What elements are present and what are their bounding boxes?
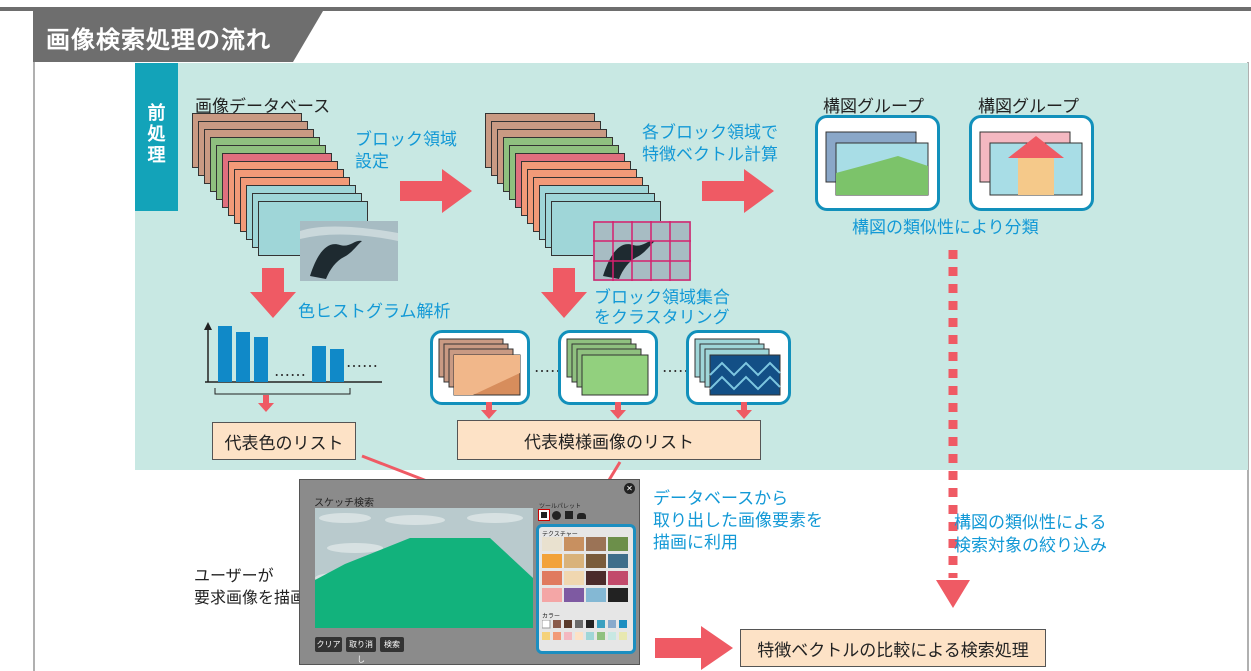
cluster-label-2: をクラスタリング (594, 308, 730, 328)
arrow-down-2 (541, 268, 587, 318)
db-extract-label-2: 取り出した画像要素を (653, 511, 823, 531)
sketch-window-title: スケッチ検索 (314, 498, 374, 509)
group-a-label: 構図グループ (823, 97, 924, 117)
square-tool-icon[interactable] (565, 511, 573, 519)
bird-photo-grid (593, 221, 691, 281)
narrow-label-1: 構図の類似性による (954, 513, 1107, 533)
db-extract-label-3: 描画に利用 (653, 533, 738, 553)
feature-calc-label-2: 特徴ベクトル計算 (642, 145, 778, 165)
block-setting-label-2: 設定 (355, 152, 389, 172)
free-tool-icon[interactable] (577, 513, 586, 519)
close-icon[interactable]: ✕ (624, 483, 635, 494)
pattern-group-brown (430, 330, 530, 405)
outer-frame (33, 62, 1249, 671)
narrow-label-2: 検索対象の絞り込み (954, 536, 1107, 556)
texture-color-palette: テクスチャー カラー (536, 524, 636, 654)
arrow-down-1 (250, 268, 296, 318)
clear-button[interactable]: クリア (315, 637, 342, 652)
preprocess-tab-label: 前処理 (147, 103, 166, 166)
db-extract-label-1: データベースから (653, 489, 789, 509)
page-title: 画像検索処理の流れ (46, 26, 271, 54)
landscape-thumbnails (825, 131, 929, 196)
cluster-label-1: ブロック領域集合 (594, 288, 730, 308)
image-db-stack (192, 113, 407, 293)
sketch-drawing (315, 508, 533, 628)
hist-dots-2: …… (346, 352, 378, 371)
undo-button[interactable]: 取り消し (346, 637, 376, 664)
tool-palette-header: ツールパレット (539, 503, 582, 510)
small-arrow-1 (258, 395, 274, 412)
block-setting-label-1: ブロック領域 (355, 130, 457, 150)
texture-header: テクスチャー (542, 531, 578, 538)
pattern-list-box: 代表模様画像のリスト (457, 420, 761, 460)
composition-group-a (815, 115, 940, 211)
group-b-label: 構図グループ (978, 97, 1079, 117)
title-rule (0, 7, 1251, 11)
blue-pattern-stack (694, 338, 781, 396)
color-histogram (204, 322, 382, 395)
preprocess-tab: 前処理 (135, 63, 178, 211)
color-swatches[interactable] (542, 620, 632, 648)
tool-palette (538, 509, 602, 521)
color-hist-label: 色ヒストグラム解析 (298, 302, 451, 322)
bird-photo (300, 221, 398, 281)
user-label-1: ユーザーが (194, 566, 274, 585)
narrowing-dotted-arrow (936, 250, 970, 608)
classify-label: 構図の類似性により分類 (852, 218, 1039, 238)
color-list-box: 代表色のリスト (212, 422, 356, 460)
small-arrow-2 (481, 402, 497, 419)
small-arrow-3 (610, 402, 626, 419)
image-db-label: 画像データベース (195, 97, 331, 117)
texture-swatches[interactable] (542, 537, 632, 607)
house-thumbnails (979, 131, 1083, 196)
arrow-right-2 (702, 169, 774, 213)
green-pattern-stack (566, 338, 649, 396)
pattern-group-blue (686, 330, 791, 405)
small-arrow-4 (736, 402, 752, 419)
block-grid-stack (485, 113, 700, 293)
search-process-box: 特徴ベクトルの比較による検索処理 (740, 629, 1046, 667)
arrow-right-1 (400, 169, 472, 213)
ellipse-tool-icon[interactable] (552, 511, 561, 520)
pattern-group-green (558, 330, 658, 405)
user-label-2: 要求画像を描画 (194, 588, 307, 607)
sketch-canvas[interactable] (315, 508, 533, 628)
brown-pattern-stack (438, 338, 521, 396)
rect-tool-icon[interactable] (538, 509, 550, 521)
feature-calc-label-1: 各ブロック領域で (642, 123, 778, 143)
title-tab (33, 11, 323, 62)
hist-dots-1: …… (274, 361, 306, 380)
sketch-window: スケッチ検索 ✕ クリア 取り消し 検索 ツールパレット テクスチャー (299, 479, 640, 665)
arrow-right-3 (655, 626, 733, 670)
color-header: カラー (542, 613, 561, 620)
composition-group-b (969, 115, 1094, 211)
search-button[interactable]: 検索 (380, 637, 404, 652)
